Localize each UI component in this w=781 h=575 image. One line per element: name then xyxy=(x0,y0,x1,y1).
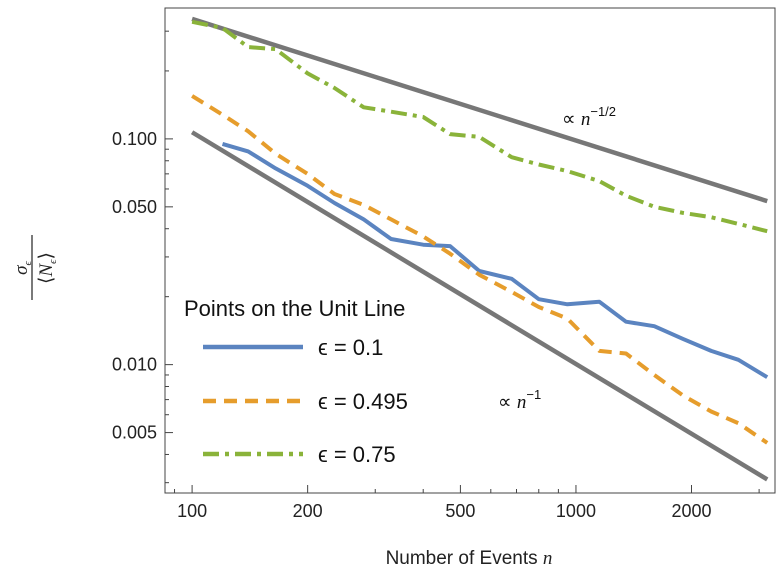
x-tick-labels: 100 200 500 1000 2000 xyxy=(177,501,711,521)
y-axis-title-numerator-sub: ϵ xyxy=(22,261,34,266)
y-tick-label: 0.100 xyxy=(112,129,157,149)
y-tick-label: 0.005 xyxy=(112,423,157,443)
series-line-eps-0-1 xyxy=(221,141,769,379)
reference-lines xyxy=(190,16,769,482)
y-axis-title-right-bracket: ⟩ xyxy=(36,252,57,259)
y-axis-title-left-bracket: ⟨ xyxy=(36,277,57,284)
svg-text:⟨Nϵ⟩: ⟨Nϵ⟩ xyxy=(36,252,59,284)
y-axis-title: σϵ ⟨Nϵ⟩ xyxy=(11,235,59,300)
reference-line-n-inverse xyxy=(190,130,769,482)
y-tick-labels: 0.005 0.010 0.050 0.100 xyxy=(112,129,157,443)
x-axis-title: Number of Events n xyxy=(386,548,553,569)
annotation-n-inverse: ∝ n−1 xyxy=(498,387,541,413)
x-tick-label: 200 xyxy=(293,501,323,521)
y-tick-label: 0.050 xyxy=(112,197,157,217)
svg-text:σϵ: σϵ xyxy=(11,261,34,275)
legend-title: Points on the Unit Line xyxy=(184,296,405,321)
x-tick-label: 1000 xyxy=(556,501,596,521)
x-axis-title-var: n xyxy=(543,548,553,569)
legend-label-eps-0-75: ϵ = 0.75 xyxy=(318,442,396,467)
x-tick-label: 500 xyxy=(445,501,475,521)
axis-ticks xyxy=(165,30,760,493)
series-line-eps-0-495 xyxy=(191,94,769,445)
y-tick-label: 0.010 xyxy=(112,355,157,375)
series-line-eps-0-75 xyxy=(191,19,768,234)
series-lines xyxy=(191,19,769,445)
x-tick-label: 2000 xyxy=(671,501,711,521)
legend-label-eps-0-495: ϵ = 0.495 xyxy=(318,389,408,414)
y-axis-title-numerator: σ xyxy=(11,265,32,275)
legend: Points on the Unit Line ϵ = 0.1 ϵ = 0.49… xyxy=(184,296,408,467)
x-axis-title-text: Number of Events xyxy=(386,548,538,569)
legend-label-eps-0-1: ϵ = 0.1 xyxy=(318,335,383,360)
y-axis-title-denominator: N xyxy=(36,263,57,278)
reference-line-n-half xyxy=(191,16,768,204)
y-axis-title-denominator-sub: ϵ xyxy=(47,259,59,264)
plot-frame xyxy=(164,7,776,494)
x-tick-label: 100 xyxy=(177,501,207,521)
annotation-n-half: ∝ n−1/2 xyxy=(562,104,616,130)
